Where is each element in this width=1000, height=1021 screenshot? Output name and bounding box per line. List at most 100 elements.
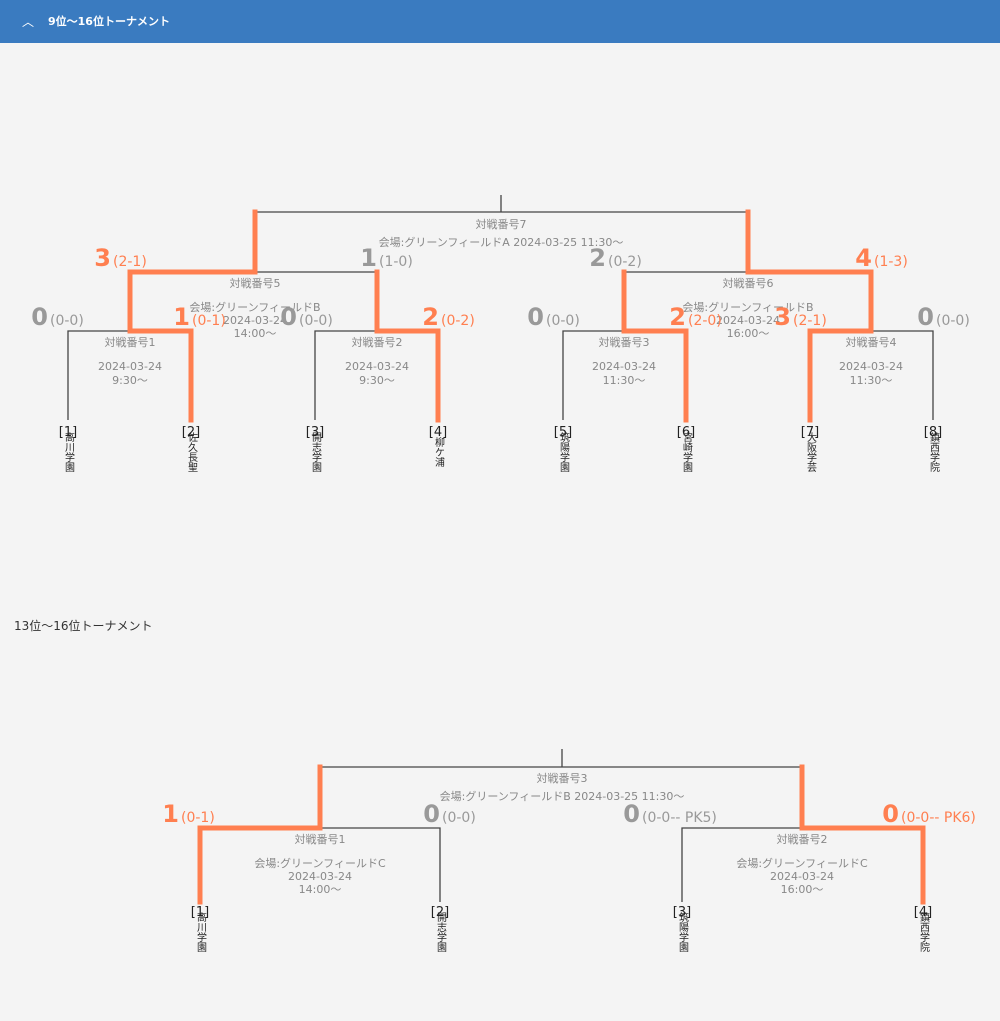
team-seed: [2] — [182, 425, 200, 440]
team-name: 柳ケ浦 — [433, 436, 445, 468]
team-seed: [2] — [431, 905, 449, 920]
score: 0 — [280, 303, 297, 331]
match-date: 2024-03-24 — [288, 870, 352, 883]
team-slot[interactable]: [1] 高川学園 — [191, 905, 209, 953]
team-seed: [6] — [677, 425, 695, 440]
team-slot[interactable]: [3] 筑陽学園 — [673, 905, 691, 953]
team-name: 鎮西学院 — [918, 911, 930, 953]
team-name: 高川学園 — [195, 911, 207, 953]
match-time: 14:00〜 — [299, 883, 342, 896]
chevron-up-icon[interactable]: ︿ — [22, 15, 35, 29]
team-slot[interactable]: [1] 高川学園 — [59, 425, 77, 473]
match-time: 16:00〜 — [727, 327, 770, 340]
team-slot[interactable]: [8] 鎮西学院 — [924, 425, 942, 473]
score-detail: (0-0) — [50, 313, 84, 329]
score: 0 — [423, 800, 440, 828]
score-detail: (0-2) — [441, 313, 475, 329]
team-seed: [3] — [673, 905, 691, 920]
team-seed: [1] — [191, 905, 209, 920]
match-time: 11:30〜 — [603, 374, 646, 387]
match-time: 11:30〜 — [850, 374, 893, 387]
score-detail: (0-0) — [936, 313, 970, 329]
match-label: 対戦番号2 — [777, 832, 828, 846]
match-label: 対戦番号1 — [295, 832, 346, 846]
score-detail: (0-0) — [546, 313, 580, 329]
match-venue: 会場:グリーンフィールドB — [189, 300, 320, 314]
section-title-13-16: 13位〜16位トーナメント — [14, 619, 153, 633]
team-name: 高川学園 — [63, 431, 75, 473]
team-name: 開志学園 — [435, 912, 447, 953]
score: 0 — [882, 800, 899, 828]
match-date: 2024-03-24 — [98, 360, 162, 373]
team-seed: [5] — [554, 425, 572, 440]
team-seed: [8] — [924, 425, 942, 440]
bracket-1-teams: [1] 高川学園 [2] 佐久長聖 [3] 開志学園 [4] 柳ケ浦 [5] 筑… — [59, 425, 942, 473]
score-detail: (0-0) — [299, 313, 333, 329]
team-slot[interactable]: [5] 筑陽学園 — [554, 425, 572, 473]
match-time: 9:30〜 — [112, 374, 148, 387]
score: 0 — [917, 303, 934, 331]
team-name: 開志学園 — [310, 432, 322, 473]
team-name: 筑陽学園 — [677, 911, 689, 953]
score: 0 — [623, 800, 640, 828]
header-title: 9位〜16位トーナメント — [48, 15, 170, 28]
team-slot[interactable]: [7] 大阪学芸 — [801, 425, 819, 473]
score-detail: (1-3) — [874, 254, 908, 270]
match-venue: 会場:グリーンフィールドC — [736, 856, 868, 870]
match-date: 2024-03-24 — [592, 360, 656, 373]
tournament-header[interactable]: ︿ 9位〜16位トーナメント — [0, 0, 1000, 43]
team-name: 鎮西学院 — [928, 431, 940, 473]
bracket-2-teams: [1] 高川学園 [2] 開志学園 [3] 筑陽学園 [4] 鎮西学院 — [191, 905, 932, 953]
bracket-2-lines — [320, 749, 802, 902]
team-name: 佐久長聖 — [186, 432, 198, 472]
match-date: 2024-03-24 — [223, 314, 287, 327]
team-name: 宮崎学園 — [681, 431, 693, 473]
score: 0 — [31, 303, 48, 331]
team-slot[interactable]: [4] 柳ケ浦 — [429, 425, 447, 468]
score: 1 — [173, 303, 190, 331]
match-time: 16:00〜 — [781, 883, 824, 896]
score: 4 — [855, 244, 872, 272]
match-label: 対戦番号2 — [352, 335, 403, 349]
match-label: 対戦番号7 — [476, 217, 527, 231]
team-slot[interactable]: [2] 開志学園 — [431, 905, 449, 953]
score-detail: (0-1) — [181, 810, 215, 826]
team-slot[interactable]: [4] 鎮西学院 — [914, 905, 932, 953]
score: 0 — [527, 303, 544, 331]
match-venue: 会場:グリーンフィールドC — [254, 856, 386, 870]
bracket-2-scores: 1 (0-1) 0 (0-0) 0 (0-0-- PK5) 0 (0-0-- P… — [162, 800, 976, 828]
team-seed: [1] — [59, 425, 77, 440]
bracket-1-match-info: 対戦番号1 2024-03-24 9:30〜 対戦番号2 2024-03-24 … — [98, 217, 903, 387]
score: 2 — [422, 303, 439, 331]
team-seed: [4] — [429, 425, 447, 440]
team-seed: [4] — [914, 905, 932, 920]
score-detail: (1-0) — [379, 254, 413, 270]
team-slot[interactable]: [6] 宮崎学園 — [677, 425, 695, 473]
score: 2 — [589, 244, 606, 272]
match-date: 2024-03-24 — [345, 360, 409, 373]
match-venue: 会場:グリーンフィールドA 2024-03-25 11:30〜 — [379, 235, 624, 249]
score-detail: (0-0-- PK6) — [901, 810, 976, 826]
match-label: 対戦番号5 — [230, 276, 281, 290]
match-venue: 会場:グリーンフィールドB — [682, 300, 813, 314]
match-venue: 会場:グリーンフィールドB 2024-03-25 11:30〜 — [440, 789, 685, 803]
match-label: 対戦番号6 — [723, 276, 774, 290]
score: 2 — [669, 303, 686, 331]
team-slot[interactable]: [2] 佐久長聖 — [182, 425, 200, 472]
match-time: 14:00〜 — [234, 327, 277, 340]
team-seed: [7] — [801, 425, 819, 440]
team-name: 大阪学芸 — [805, 431, 817, 473]
bracket-1-scores: 0 (0-0) 1 (0-1) 0 (0-0) 2 (0-2) 0 (0-0) … — [31, 244, 970, 331]
score-detail: (2-0) — [688, 313, 722, 329]
team-slot[interactable]: [3] 開志学園 — [306, 425, 324, 473]
score-detail: (2-1) — [113, 254, 147, 270]
team-name: 筑陽学園 — [558, 431, 570, 473]
match-label: 対戦番号4 — [846, 335, 897, 349]
bracket-2-winner-path — [197, 764, 926, 905]
score: 3 — [94, 244, 111, 272]
score: 3 — [774, 303, 791, 331]
match-date: 2024-03-24 — [770, 870, 834, 883]
score-detail: (0-2) — [608, 254, 642, 270]
bracket-1-winner-path — [127, 209, 874, 423]
